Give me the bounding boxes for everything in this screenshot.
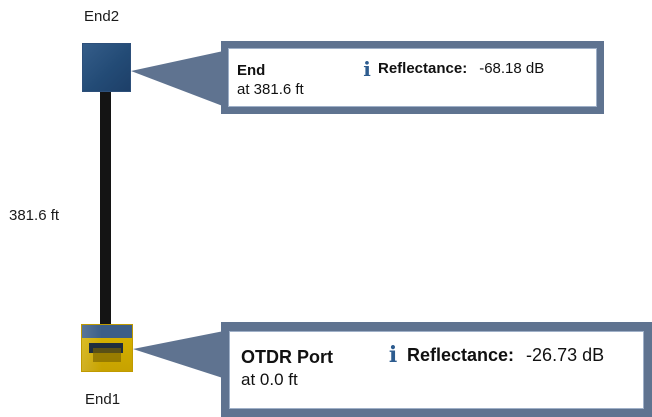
end1-label: End1 [85, 391, 121, 408]
end2-callout-pointer [131, 50, 228, 108]
end-event-location: at 381.6 ft [237, 81, 304, 98]
end1-callout-pointer [133, 330, 229, 380]
reflectance-label: Reflectance: [378, 60, 468, 77]
end-event-title: End [237, 62, 266, 79]
reflectance-label: Reflectance: [407, 344, 515, 365]
info-icon: i [388, 342, 398, 368]
otdr-port-callout[interactable]: OTDR Port at 0.0 ft i Reflectance: -26.7… [221, 322, 652, 417]
end-event-callout[interactable]: End at 381.6 ft i Reflectance: -68.18 dB [221, 41, 604, 114]
fiber-link [100, 92, 111, 328]
info-icon: i [363, 56, 371, 81]
end-event-reflectance: i Reflectance: -68.18 dB [362, 56, 545, 81]
otdr-port-location: at 0.0 ft [241, 370, 298, 389]
reflectance-value: -26.73 dB [526, 344, 605, 365]
otdr-port-node[interactable] [81, 324, 133, 372]
end2-node[interactable] [82, 43, 131, 92]
otdr-port-title: OTDR Port [241, 347, 333, 367]
end2-label: End2 [84, 8, 120, 25]
fiber-length-label: 381.6 ft [9, 207, 60, 224]
otdr-port-card: OTDR Port at 0.0 ft i Reflectance: -26.7… [229, 331, 644, 409]
reflectance-value: -68.18 dB [479, 60, 545, 77]
otdr-port-reflectance: i Reflectance: -26.73 dB [387, 344, 604, 366]
end-event-card: End at 381.6 ft i Reflectance: -68.18 dB [228, 48, 597, 107]
